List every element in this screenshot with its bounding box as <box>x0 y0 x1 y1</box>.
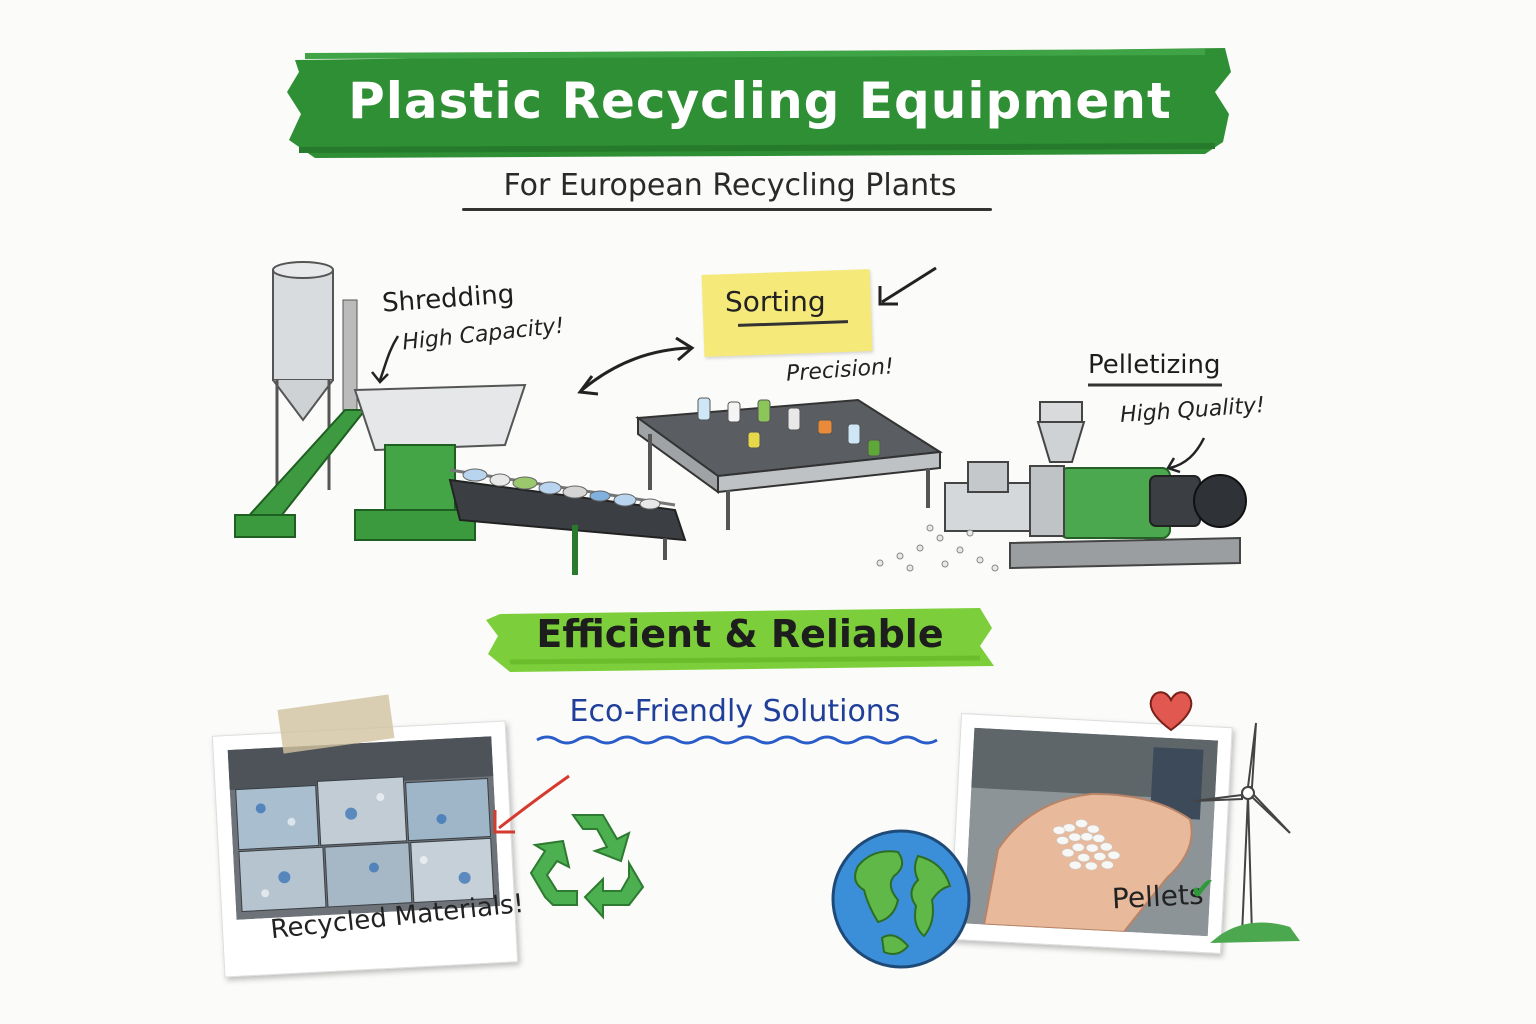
title-banner-brush <box>287 48 1231 158</box>
recycle-icon <box>529 814 645 920</box>
checkmark-icon: ✔ <box>1190 872 1216 907</box>
plastic-bales-image <box>227 736 501 920</box>
wind-turbine-icon <box>1193 722 1300 943</box>
page-subtitle: For European Recycling Plants <box>503 168 957 203</box>
pellets-photo <box>949 713 1233 954</box>
heart-icon <box>1149 691 1193 732</box>
shredding-arrow <box>371 335 400 384</box>
red-pointer-arrow <box>493 774 570 834</box>
globe-icon <box>831 829 971 969</box>
efficient-reliable-banner: Efficient & Reliable <box>536 612 944 656</box>
tagline-wavy-underline <box>536 735 938 745</box>
page-title: Plastic Recycling Equipment <box>348 72 1172 130</box>
sorting-table-illustration <box>635 397 943 530</box>
pelletizing-label: Pelletizing <box>1088 350 1221 380</box>
subtitle-underline <box>462 208 992 211</box>
recycled-materials-photo <box>211 720 519 978</box>
pelletizing-underline <box>1088 383 1222 387</box>
pelletizing-arrow <box>1166 437 1206 474</box>
hand-holding-pellets-image <box>964 727 1219 937</box>
shredder-machine-illustration <box>234 261 687 575</box>
sorting-label: Sorting <box>725 285 826 318</box>
pelletizer-extruder-illustration <box>876 401 1247 572</box>
efficient-banner-brush <box>486 608 994 672</box>
sorting-pointer-arrow <box>878 266 937 306</box>
process-double-arrow <box>577 336 695 396</box>
eco-friendly-tagline: Eco-Friendly Solutions <box>569 694 901 729</box>
